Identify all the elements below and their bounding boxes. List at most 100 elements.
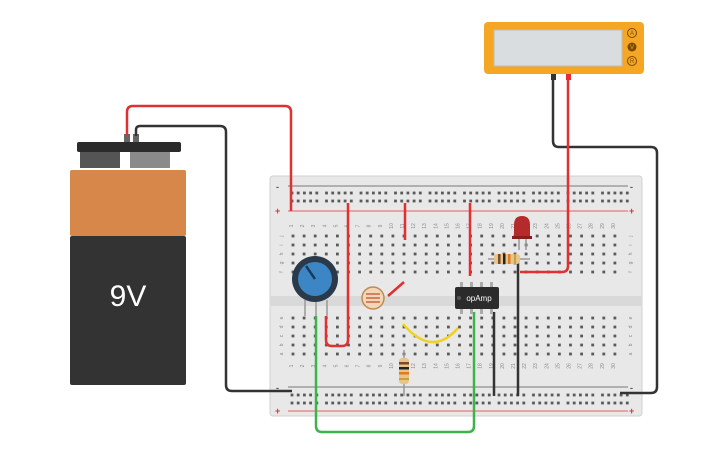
terminal-hole[interactable] — [447, 252, 450, 256]
wire-meter-com-to-ground[interactable] — [551, 80, 659, 395]
terminal-hole[interactable] — [447, 261, 450, 265]
rail-hole[interactable] — [303, 393, 306, 397]
rail-hole[interactable] — [400, 199, 404, 203]
rail-hole[interactable] — [538, 199, 542, 203]
rail-hole[interactable] — [463, 401, 466, 405]
terminal-hole[interactable] — [369, 352, 373, 356]
rail-hole[interactable] — [418, 401, 422, 405]
terminal-hole[interactable] — [402, 270, 406, 274]
terminal-hole[interactable] — [558, 252, 561, 256]
terminal-hole[interactable] — [413, 243, 417, 247]
terminal-hole[interactable] — [491, 270, 495, 274]
rail-hole[interactable] — [556, 191, 560, 195]
rail-hole[interactable] — [394, 199, 397, 203]
terminal-hole[interactable] — [435, 252, 439, 256]
rail-hole[interactable] — [365, 401, 369, 405]
rail-hole[interactable] — [619, 199, 623, 203]
rail-hole[interactable] — [607, 199, 611, 203]
terminal-hole[interactable] — [580, 316, 583, 320]
terminal-hole[interactable] — [535, 352, 539, 356]
terminal-hole[interactable] — [291, 334, 295, 338]
rail-hole[interactable] — [579, 199, 582, 203]
terminal-hole[interactable] — [435, 325, 439, 329]
rail-hole[interactable] — [296, 393, 300, 397]
rail-hole[interactable] — [418, 393, 422, 397]
terminal-hole[interactable] — [336, 270, 339, 274]
terminal-hole[interactable] — [602, 234, 606, 238]
rail-hole[interactable] — [613, 191, 617, 195]
terminal-hole[interactable] — [447, 270, 450, 274]
terminal-hole[interactable] — [591, 316, 595, 320]
terminal-hole[interactable] — [613, 343, 617, 347]
rail-hole[interactable] — [441, 199, 444, 203]
rail-hole[interactable] — [384, 191, 388, 195]
rail-hole[interactable] — [412, 401, 416, 405]
rail-hole[interactable] — [290, 401, 294, 405]
rail-hole[interactable] — [406, 401, 410, 405]
terminal-hole[interactable] — [524, 343, 528, 347]
rail-hole[interactable] — [532, 191, 535, 195]
terminal-hole[interactable] — [458, 352, 461, 356]
rail-hole[interactable] — [365, 191, 369, 195]
terminal-hole[interactable] — [380, 352, 384, 356]
rail-hole[interactable] — [487, 393, 491, 397]
rail-hole[interactable] — [309, 401, 312, 405]
rail-hole[interactable] — [556, 401, 560, 405]
rail-hole[interactable] — [406, 199, 410, 203]
rail-hole[interactable] — [591, 199, 595, 203]
terminal-hole[interactable] — [424, 343, 428, 347]
multimeter-probe-positive[interactable] — [566, 74, 571, 80]
terminal-hole[interactable] — [380, 334, 384, 338]
terminal-hole[interactable] — [302, 325, 306, 329]
terminal-hole[interactable] — [546, 252, 550, 256]
rail-hole[interactable] — [296, 401, 300, 405]
rail-hole[interactable] — [309, 393, 312, 397]
terminal-hole[interactable] — [402, 316, 406, 320]
rail-hole[interactable] — [503, 393, 507, 397]
rail-hole[interactable] — [522, 191, 526, 195]
rail-hole[interactable] — [325, 199, 328, 203]
terminal-hole[interactable] — [447, 325, 450, 329]
terminal-hole[interactable] — [369, 334, 373, 338]
rail-hole[interactable] — [447, 191, 450, 195]
terminal-hole[interactable] — [469, 316, 472, 320]
led-red[interactable] — [512, 216, 532, 250]
terminal-hole[interactable] — [435, 343, 439, 347]
terminal-hole[interactable] — [424, 234, 428, 238]
terminal-hole[interactable] — [358, 334, 361, 338]
terminal-hole[interactable] — [402, 252, 406, 256]
terminal-hole[interactable] — [558, 261, 561, 265]
rail-hole[interactable] — [601, 199, 604, 203]
rail-hole[interactable] — [585, 199, 588, 203]
terminal-hole[interactable] — [535, 243, 539, 247]
terminal-hole[interactable] — [413, 325, 417, 329]
terminal-hole[interactable] — [435, 352, 439, 356]
terminal-hole[interactable] — [424, 334, 428, 338]
terminal-hole[interactable] — [602, 352, 606, 356]
terminal-hole[interactable] — [569, 343, 572, 347]
terminal-hole[interactable] — [480, 243, 484, 247]
terminal-hole[interactable] — [602, 316, 606, 320]
terminal-hole[interactable] — [413, 252, 417, 256]
rail-hole[interactable] — [475, 191, 479, 195]
rail-hole[interactable] — [343, 393, 347, 397]
resistor-horizontal[interactable] — [488, 254, 530, 264]
terminal-hole[interactable] — [502, 234, 506, 238]
terminal-hole[interactable] — [480, 270, 484, 274]
terminal-hole[interactable] — [369, 343, 373, 347]
terminal-hole[interactable] — [602, 252, 606, 256]
rail-hole[interactable] — [394, 393, 397, 397]
terminal-hole[interactable] — [336, 334, 339, 338]
rail-hole[interactable] — [601, 191, 604, 195]
terminal-hole[interactable] — [524, 325, 528, 329]
terminal-hole[interactable] — [513, 352, 517, 356]
rail-hole[interactable] — [579, 393, 582, 397]
rail-hole[interactable] — [394, 401, 397, 405]
rail-hole[interactable] — [331, 199, 335, 203]
rail-hole[interactable] — [566, 393, 570, 397]
rail-hole[interactable] — [532, 199, 535, 203]
terminal-hole[interactable] — [546, 234, 550, 238]
terminal-hole[interactable] — [347, 352, 350, 356]
terminal-hole[interactable] — [613, 261, 617, 265]
